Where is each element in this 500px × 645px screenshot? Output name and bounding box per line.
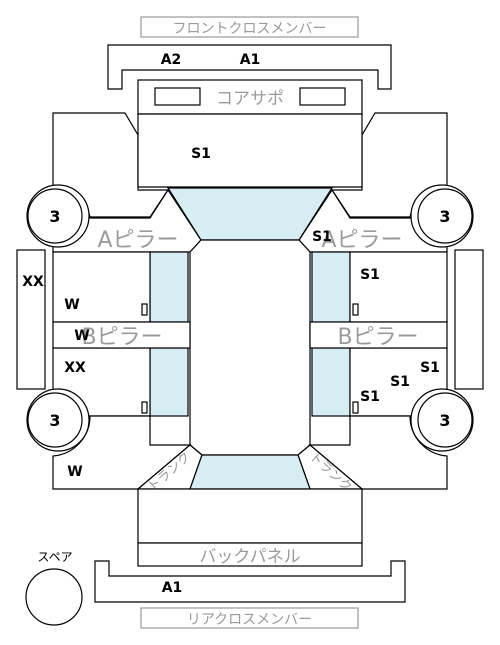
right-front-door — [349, 251, 448, 323]
front-bumper-mark-a2: A2 — [161, 52, 182, 68]
rear-left-wheel: 3 — [26, 388, 90, 452]
rear-right-wheel: 3 — [410, 388, 474, 452]
front-cross-member-label: フロントクロスメンバー — [173, 21, 327, 37]
rear-bumper — [94, 560, 406, 603]
left-front-door — [52, 251, 151, 323]
roof — [189, 239, 311, 456]
right-front-door-handle — [352, 303, 359, 316]
right-front-window — [311, 251, 351, 323]
right-rear-window — [311, 347, 351, 417]
left-rocker-panel — [16, 249, 46, 390]
left-front-door-handle — [141, 303, 148, 316]
left-rocker-mark-xx: XX — [22, 274, 44, 290]
a-pillar-right-mark-s1: S1 — [312, 229, 332, 245]
a-pillar-left-label: Aピラー — [97, 228, 178, 253]
a-pillar-right-label: Aピラー — [321, 228, 402, 253]
left-front-door-mark-w: W — [64, 297, 79, 313]
back-panel: バックパネル — [137, 542, 363, 567]
b-pillar-left: Bピラー — [52, 321, 191, 350]
rear-left-quarter-mark-w: W — [67, 464, 82, 480]
hood — [137, 113, 363, 188]
left-front-window — [149, 251, 189, 323]
trunk-lid — [137, 488, 363, 544]
rear-left-wheel-mark: 3 — [49, 411, 60, 430]
hood-mark-s1: S1 — [191, 146, 211, 162]
front-bumper — [107, 44, 392, 90]
core-support-label: コアサポ — [216, 89, 284, 109]
front-cross-member: フロントクロスメンバー — [140, 16, 359, 38]
right-rear-door-mark-s1-a: S1 — [420, 360, 440, 376]
left-rear-window — [149, 347, 189, 417]
back-panel-label: バックパネル — [199, 547, 300, 567]
b-pillar-left-mark-w: W — [74, 328, 89, 344]
spare-tire-label: スペア — [37, 550, 72, 564]
a-pillar-right: Aピラー — [298, 188, 448, 253]
rear-window — [189, 454, 311, 490]
right-rear-door-mark-s1-c: S1 — [360, 389, 380, 405]
b-pillar-right: Bピラー — [309, 321, 448, 350]
left-rear-door-handle — [141, 401, 148, 414]
rear-cross-member: リアクロスメンバー — [140, 607, 359, 629]
spare-tire: スペア — [25, 550, 83, 626]
left-rear-door-mark-xx: XX — [64, 360, 86, 376]
b-pillar-left-label: Bピラー — [81, 325, 162, 350]
front-right-wheel: 3 — [410, 184, 474, 248]
right-rear-door-mark-s1-b: S1 — [390, 374, 410, 390]
right-rocker-panel — [454, 249, 484, 390]
front-right-wheel-mark: 3 — [439, 207, 450, 226]
b-pillar-right-label: Bピラー — [337, 325, 418, 350]
core-support: コアサポ — [137, 79, 363, 115]
right-rear-door-handle — [352, 401, 359, 414]
front-left-wheel-mark: 3 — [49, 207, 60, 226]
rear-cross-member-label: リアクロスメンバー — [187, 612, 312, 628]
rear-right-wheel-mark: 3 — [439, 411, 450, 430]
front-bumper-mark-a1: A1 — [240, 52, 261, 68]
right-front-door-mark-s1: S1 — [360, 267, 380, 283]
front-left-wheel: 3 — [26, 184, 90, 248]
rear-bumper-mark-a1: A1 — [162, 580, 183, 596]
